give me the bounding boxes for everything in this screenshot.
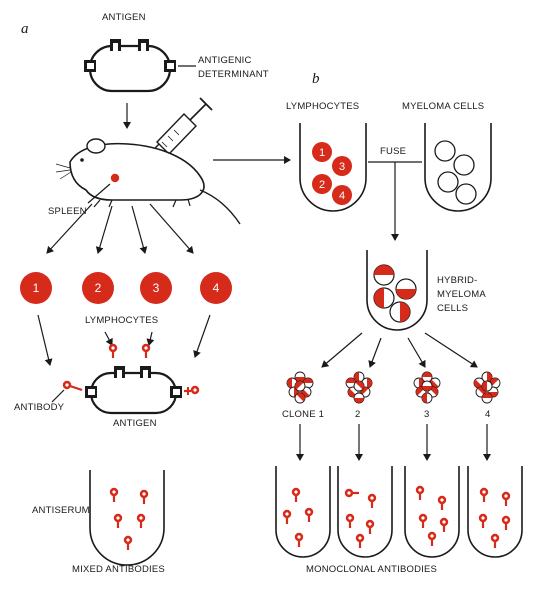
tube-lymphocyte-1 xyxy=(312,142,332,162)
lymphocyte-2-number: 2 xyxy=(95,281,102,295)
clone-cluster-1 xyxy=(286,371,314,404)
clone-cell xyxy=(481,392,493,404)
clone-cell xyxy=(286,377,298,389)
antibody-pointer xyxy=(51,389,65,403)
tube-lymphocyte-4 xyxy=(332,185,352,205)
tube-lymphocyte-2 xyxy=(312,174,332,194)
clone-cell xyxy=(421,380,433,392)
lymphocyte-tube: 1 3 2 4 xyxy=(299,123,367,212)
clone-3-label: 3 xyxy=(424,409,429,420)
tube-lymphocyte-4-number: 4 xyxy=(339,190,345,202)
antibody-sideways-a xyxy=(344,488,359,498)
arrow-to-clone-2 xyxy=(368,337,382,368)
clone-cell xyxy=(347,386,359,398)
antibody-free-3 xyxy=(140,342,152,360)
clone-clusters xyxy=(286,371,501,404)
monoclonal-tube-3 xyxy=(404,466,460,558)
lymphocytes-label-b: LYMPHOCYTES xyxy=(286,101,359,112)
antiserum-label: ANTISERUM xyxy=(32,505,90,516)
hybrid-label-3: CELLS xyxy=(437,303,468,314)
antigen-bottom-ring xyxy=(85,366,182,415)
arrow-to-lymph-1 xyxy=(46,203,93,254)
lymphocytes-label-a: LYMPHOCYTES xyxy=(85,315,158,326)
tube-lymphocyte-2-number: 2 xyxy=(319,179,325,191)
hybrid-cell-2 xyxy=(395,278,417,300)
mouse-icon xyxy=(55,138,241,225)
clone-cluster-4 xyxy=(473,371,501,404)
lymphocyte-3 xyxy=(140,272,172,304)
antibody-right xyxy=(184,385,200,395)
monoclonal-label: MONOCLONAL ANTIBODIES xyxy=(306,564,437,575)
arrow-to-clone-1 xyxy=(321,332,363,368)
monoclonal-tube-2 xyxy=(337,466,393,558)
antigen-top-label: ANTIGEN xyxy=(102,12,146,23)
panel-b-letter: b xyxy=(312,71,320,87)
clone-cell xyxy=(353,371,365,383)
clone-cell xyxy=(353,392,365,404)
syringe-icon xyxy=(132,97,213,172)
clone-2-label: 2 xyxy=(355,409,360,420)
tube-lymphocyte-3-number: 3 xyxy=(339,161,345,173)
arrow-lymph2-down xyxy=(104,331,113,346)
antibody-free-2 xyxy=(107,342,119,360)
clone-cell xyxy=(294,392,306,404)
clone-cell xyxy=(421,392,433,404)
antibody-left xyxy=(62,380,83,392)
hybrid-label-2: MYELOMA xyxy=(437,289,486,300)
fuse-label: FUSE xyxy=(380,146,406,157)
arrow-to-clone-4 xyxy=(424,332,478,368)
arrow-lymph1-down xyxy=(37,314,53,366)
lymphocyte-4 xyxy=(200,272,232,304)
arrow-to-lymph-2 xyxy=(95,205,113,254)
clone-cluster-2 xyxy=(345,371,373,404)
arrow-lymph3-down xyxy=(146,331,155,346)
clone-cell xyxy=(481,380,493,392)
hybrid-cell-1 xyxy=(373,264,395,286)
clone-cell xyxy=(473,377,485,389)
tube-lymphocyte-1-number: 1 xyxy=(319,147,325,159)
arrow-lymph4-down xyxy=(193,314,211,358)
antigen-top-ring xyxy=(84,39,176,93)
clone-cell xyxy=(481,371,493,383)
spleen-label: SPLEEN xyxy=(48,206,87,217)
clone-cell xyxy=(294,371,306,383)
hybrid-cell-4 xyxy=(389,301,411,323)
lymphocyte-1-number: 1 xyxy=(33,281,40,295)
clone-cell xyxy=(361,377,373,389)
mixed-antibodies-label: MIXED ANTIBODIES xyxy=(72,564,165,575)
clone-cell xyxy=(294,380,306,392)
clone-cluster-3 xyxy=(413,371,441,404)
clone-cell xyxy=(421,371,433,383)
spleen-dot xyxy=(110,173,120,183)
antiserum-tube xyxy=(89,470,165,566)
clone-cell xyxy=(353,380,365,392)
antigen-bottom-label: ANTIGEN xyxy=(113,418,157,429)
monoclonal-tube-1 xyxy=(275,466,331,558)
lymphocyte-row-a: 1 2 3 4 xyxy=(20,272,232,304)
antibody-label: ANTIBODY xyxy=(14,402,65,413)
spleen-pointer xyxy=(87,183,111,204)
hybrid-tube xyxy=(366,250,428,331)
arrow-to-lymph-3 xyxy=(131,205,148,254)
myeloma-tube xyxy=(424,123,492,212)
determinant-label: DETERMINANT xyxy=(198,69,269,80)
panel-a-letter: a xyxy=(21,21,29,37)
arrow-to-clone-3 xyxy=(407,337,426,368)
tube-lymphocyte-3 xyxy=(332,156,352,176)
antigenic-label: ANTIGENIC xyxy=(198,55,252,66)
monoclonal-tube-4 xyxy=(467,466,523,558)
hybrid-cell-3 xyxy=(373,287,395,309)
lymphocyte-3-number: 3 xyxy=(153,281,160,295)
clone-cell xyxy=(413,377,425,389)
clone-1-label: CLONE 1 xyxy=(282,409,324,420)
hybrid-label-1: HYBRID- xyxy=(437,275,477,286)
lymphocyte-2 xyxy=(82,272,114,304)
myeloma-label: MYELOMA CELLS xyxy=(402,101,484,112)
lymphocyte-1 xyxy=(20,272,52,304)
clone-4-label: 4 xyxy=(485,409,490,420)
lymphocyte-4-number: 4 xyxy=(213,281,220,295)
arrow-to-lymph-4 xyxy=(149,203,194,254)
